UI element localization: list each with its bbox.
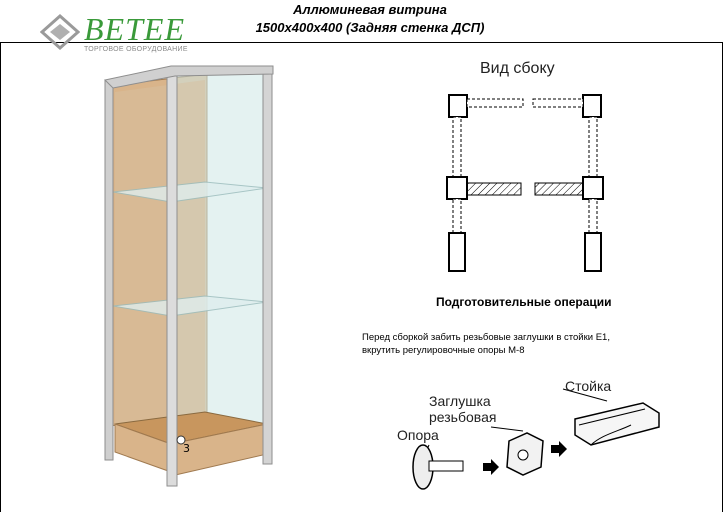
side-view-label: Вид сбоку — [480, 60, 555, 77]
plug-label-line-2: резьбовая — [429, 409, 497, 425]
assembly-parts-drawing — [412, 388, 660, 490]
diamond-logo-icon — [40, 14, 80, 50]
page-frame — [0, 42, 723, 512]
brand-tagline: ТОРГОВОЕ ОБОРУДОВАНИЕ — [84, 46, 188, 53]
document-title: Аллюминевая витрина — [293, 2, 447, 17]
document-subtitle: 1500x400x400 (Задняя стенка ДСП) — [255, 20, 485, 35]
side-view-diagram — [446, 94, 604, 272]
preparation-instructions: Перед сборкой забить резьбовые заглушки … — [362, 331, 702, 357]
foot-label: Опора — [397, 427, 439, 443]
assembly-diagram: Стойка Заглушка резьбовая Опора — [395, 375, 665, 514]
brand-name: BETEE — [84, 11, 185, 47]
preparation-text-line-2: вкрутить регулировочные опоры М-8 — [362, 345, 525, 356]
cabinet-illustration: 3 — [103, 65, 274, 487]
plug-label-line-1: Заглушка — [429, 393, 491, 409]
brand-logo: BETEE ТОРГОВОЕ ОБОРУДОВАНИЕ — [40, 10, 210, 54]
post-label: Стойка — [565, 378, 612, 394]
door-mark-label: 3 — [183, 442, 190, 455]
preparation-heading: Подготовительные операции — [436, 295, 612, 309]
preparation-text-line-1: Перед сборкой забить резьбовые заглушки … — [362, 332, 610, 343]
